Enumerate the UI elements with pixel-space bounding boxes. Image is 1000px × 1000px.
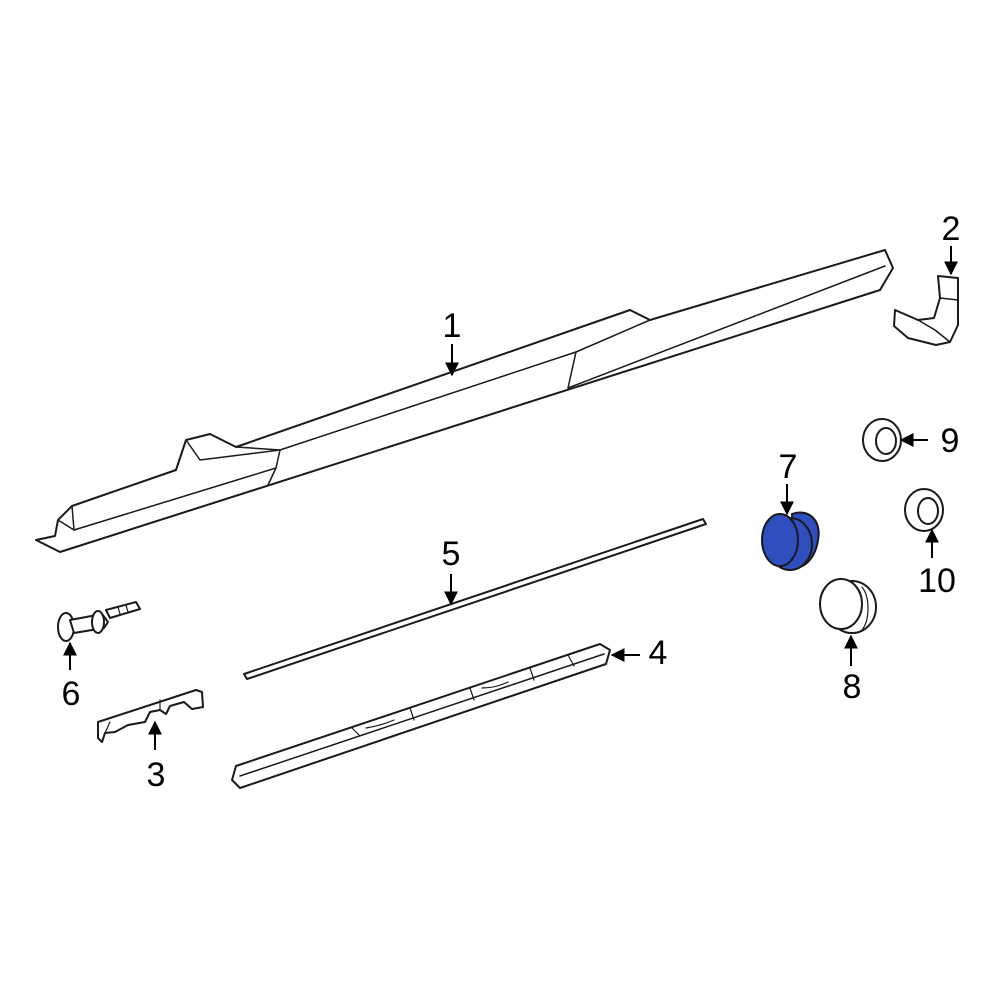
part-4-lower-molding[interactable]: [231, 643, 611, 789]
part-7-grommet[interactable]: [761, 511, 820, 571]
callout-6: 6: [62, 675, 81, 713]
callouts: 1 2 3 4 5 6 7 8 9 10: [62, 210, 961, 794]
callout-7: 7: [779, 448, 798, 486]
part-5-trim-strip[interactable]: [243, 518, 707, 680]
part-6-clip[interactable]: [57, 601, 141, 642]
leader-lines: [63, 246, 958, 750]
part-9-plug[interactable]: [862, 418, 902, 462]
callout-10: 10: [918, 562, 956, 600]
callout-2: 2: [942, 210, 961, 248]
part-1-rocker-molding[interactable]: [35, 249, 894, 553]
callout-1: 1: [443, 307, 462, 345]
part-10-plug[interactable]: [904, 488, 944, 532]
part-3-bracket[interactable]: [97, 689, 204, 743]
callout-3: 3: [147, 756, 166, 794]
callout-8: 8: [843, 668, 862, 706]
callout-9: 9: [941, 422, 960, 460]
callout-4: 4: [649, 634, 668, 672]
part-8-plug[interactable]: [819, 578, 877, 634]
part-2-end-cap[interactable]: [893, 275, 959, 346]
callout-5: 5: [442, 535, 461, 573]
